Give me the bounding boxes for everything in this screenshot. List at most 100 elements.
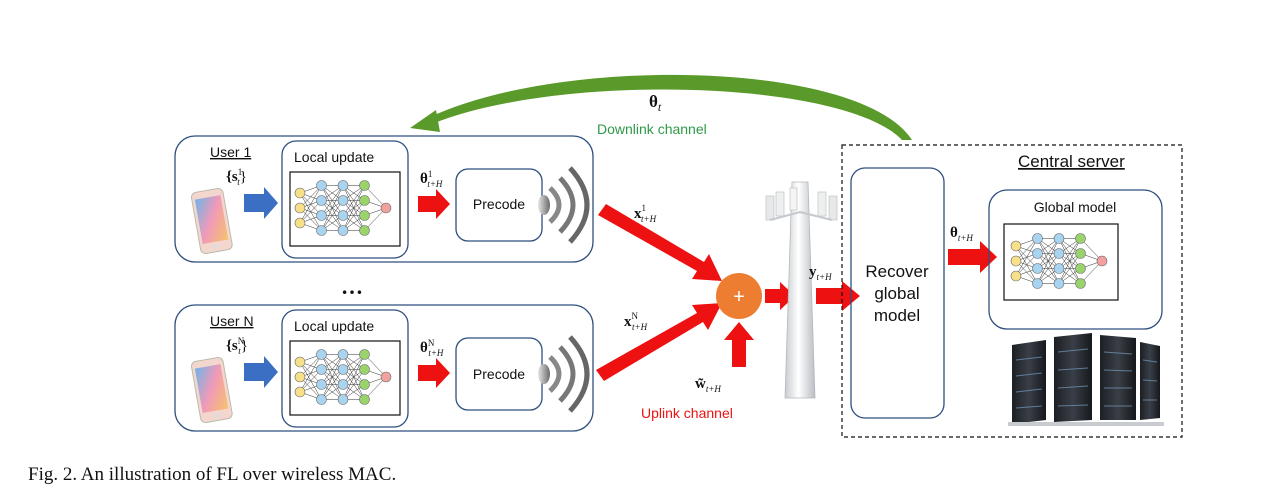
nn-edge xyxy=(321,369,344,400)
global-theta-symbol: θt+H xyxy=(950,225,973,243)
nn-node xyxy=(337,379,349,390)
nn-node xyxy=(316,210,327,221)
nn-node xyxy=(1010,255,1022,267)
global-neural-network-icon xyxy=(1010,233,1108,289)
user-n-title: User N xyxy=(210,313,254,329)
nn-node xyxy=(316,195,327,206)
nn-edge xyxy=(342,185,365,216)
nn-node xyxy=(337,180,349,191)
nn-edge xyxy=(342,185,365,231)
global-model-label: Global model xyxy=(1034,199,1117,215)
downlink-arrow-head xyxy=(410,110,440,132)
nn-node xyxy=(316,225,327,236)
recover-to-global-arrow xyxy=(948,241,997,273)
nn-edge xyxy=(342,200,365,231)
downlink-label: Downlink channel xyxy=(597,121,707,137)
user-n-uplink-arrow xyxy=(596,303,722,381)
user-n-precode-label: Precode xyxy=(473,366,525,382)
global-model-box xyxy=(988,189,1163,330)
user-1-title: User 1 xyxy=(210,144,251,160)
user-n-local-update-box xyxy=(281,309,409,428)
data-to-model-arrow xyxy=(244,187,278,219)
nn-node xyxy=(1053,233,1065,244)
nn-node xyxy=(337,210,349,221)
nn-edge xyxy=(299,354,322,393)
nn-node xyxy=(1010,270,1022,282)
nn-node xyxy=(359,364,370,375)
nn-node xyxy=(294,356,306,368)
nn-node xyxy=(316,394,327,405)
nn-node xyxy=(337,225,349,236)
user-n-neural-network-icon xyxy=(294,349,392,405)
nn-node xyxy=(337,394,349,405)
user-1-local-update-label: Local update xyxy=(294,149,374,165)
nn-edge xyxy=(321,354,344,400)
nn-node xyxy=(337,364,349,375)
recover-global-model-box xyxy=(850,167,945,419)
user-1-precode-label: Precode xyxy=(473,196,525,212)
nn-node xyxy=(380,371,392,383)
nn-node xyxy=(359,225,370,236)
nn-node xyxy=(1053,248,1065,259)
server-racks-icon xyxy=(1008,333,1164,426)
nn-node xyxy=(1075,233,1086,244)
nn-node xyxy=(337,195,349,206)
nn-node xyxy=(316,379,327,390)
data-to-model-arrow xyxy=(244,356,278,388)
nn-edge xyxy=(1015,238,1038,277)
recover-label-line-1: Recover xyxy=(865,262,929,281)
nn-node xyxy=(316,180,327,191)
antenna-icon xyxy=(538,335,590,413)
adder-to-tower-arrow xyxy=(765,282,795,310)
nn-node xyxy=(316,364,327,375)
nn-node xyxy=(294,187,306,199)
phone-icon xyxy=(190,357,233,424)
nn-edge xyxy=(321,185,344,231)
uplink-label: Uplink channel xyxy=(641,405,733,421)
nn-node xyxy=(1032,248,1043,259)
nn-node xyxy=(1096,255,1108,267)
nn-node xyxy=(359,210,370,221)
nn-edge xyxy=(1037,238,1060,284)
nn-edge xyxy=(1037,253,1060,284)
nn-edge xyxy=(321,185,344,216)
user-1-box xyxy=(174,135,594,263)
nn-node xyxy=(1053,263,1065,274)
nn-node xyxy=(1075,263,1086,274)
nn-edge xyxy=(342,354,365,385)
nn-node xyxy=(316,349,327,360)
nn-node xyxy=(359,394,370,405)
nn-node xyxy=(1010,240,1022,252)
nn-node xyxy=(1075,248,1086,259)
base-station-tower-icon xyxy=(765,181,838,399)
nn-node xyxy=(1053,278,1065,289)
nn-node xyxy=(1032,233,1043,244)
central-server-box xyxy=(841,144,1183,438)
nn-edge xyxy=(299,185,322,224)
user-n-model-arrow xyxy=(418,358,450,388)
nn-node xyxy=(359,195,370,206)
noise-arrow xyxy=(724,322,754,367)
nn-node xyxy=(380,202,392,214)
nn-edge xyxy=(342,354,365,400)
nn-node xyxy=(359,180,370,191)
users-ellipsis: … xyxy=(341,274,363,299)
user-1-uplink-arrow xyxy=(598,204,722,281)
nn-node xyxy=(359,349,370,360)
downlink-theta: θt xyxy=(649,92,662,114)
antenna-icon xyxy=(538,166,590,244)
user-1-local-update-box xyxy=(281,140,409,259)
downlink-arrow xyxy=(428,74,912,140)
figure-caption: Fig. 2. An illustration of FL over wirel… xyxy=(28,464,396,485)
nn-node xyxy=(337,349,349,360)
adder-symbol: + xyxy=(733,286,745,308)
nn-node xyxy=(1032,278,1043,289)
